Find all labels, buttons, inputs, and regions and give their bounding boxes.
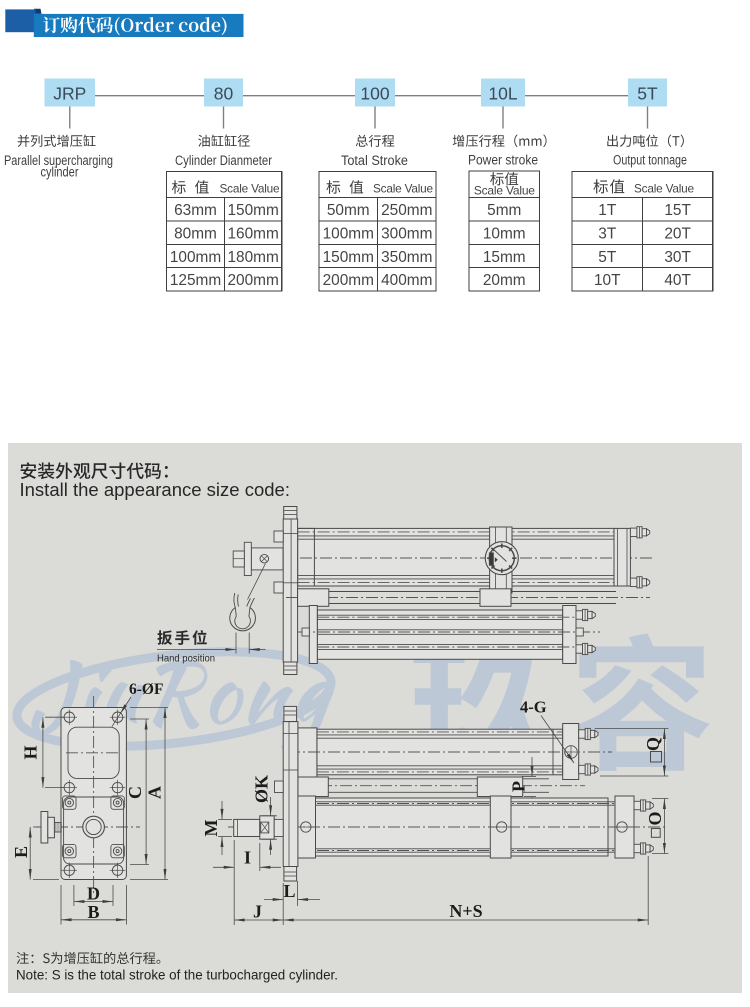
svg-text:Total Stroke: Total Stroke <box>341 153 408 168</box>
svg-text:300mm: 300mm <box>381 226 432 243</box>
svg-text:I: I <box>244 848 251 868</box>
svg-text:L: L <box>283 881 295 901</box>
svg-text:200mm: 200mm <box>323 272 374 289</box>
svg-text:40T: 40T <box>664 272 691 289</box>
svg-text:6-ØF: 6-ØF <box>129 681 163 698</box>
svg-text:Install the appearance size co: Install the appearance size code: <box>20 479 290 500</box>
svg-text:Hand position: Hand position <box>157 653 215 665</box>
svg-text:Scale Value: Scale Value <box>220 181 281 195</box>
svg-text:20mm: 20mm <box>483 272 526 289</box>
svg-text:30T: 30T <box>664 249 691 266</box>
svg-text:80mm: 80mm <box>174 226 217 243</box>
svg-text:D: D <box>87 884 100 904</box>
svg-text:B: B <box>87 902 99 922</box>
svg-text:50mm: 50mm <box>327 202 370 219</box>
svg-text:E: E <box>11 846 31 858</box>
svg-text:Output tonnage: Output tonnage <box>613 153 687 168</box>
svg-text:J: J <box>253 902 262 922</box>
svg-text:Scale Value: Scale Value <box>634 181 695 195</box>
svg-text:Note: S is the total stroke of: Note: S is the total stroke of the turbo… <box>16 967 338 983</box>
svg-text:Cylinder Dianmeter: Cylinder Dianmeter <box>175 153 272 168</box>
svg-text:80: 80 <box>214 84 234 104</box>
svg-text:15T: 15T <box>664 202 691 219</box>
svg-text:400mm: 400mm <box>381 272 432 289</box>
svg-text:Power stroke: Power stroke <box>468 153 538 168</box>
svg-text:100: 100 <box>360 84 389 104</box>
svg-text:H: H <box>21 745 41 759</box>
svg-text:4-G: 4-G <box>520 698 547 717</box>
svg-text:150mm: 150mm <box>227 202 278 219</box>
svg-text:200mm: 200mm <box>227 272 278 289</box>
svg-text:10T: 10T <box>594 272 621 289</box>
svg-text:5T: 5T <box>598 249 617 266</box>
svg-text:250mm: 250mm <box>381 202 432 219</box>
svg-text:JRP: JRP <box>53 84 86 104</box>
svg-text:A: A <box>145 786 165 799</box>
svg-text:ØK: ØK <box>252 775 272 803</box>
svg-text:O: O <box>645 811 665 825</box>
svg-text:M: M <box>201 820 221 837</box>
svg-text:Scale Value: Scale Value <box>373 181 434 195</box>
svg-text:10mm: 10mm <box>483 226 526 243</box>
svg-text:Scale Value: Scale Value <box>474 184 535 198</box>
svg-text:N+S: N+S <box>449 901 482 921</box>
svg-text:125mm: 125mm <box>170 272 221 289</box>
svg-text:Parallel supercharging: Parallel supercharging <box>4 153 113 168</box>
svg-text:1T: 1T <box>598 202 617 219</box>
svg-text:160mm: 160mm <box>227 226 278 243</box>
svg-text:C: C <box>125 786 145 799</box>
svg-text:150mm: 150mm <box>323 249 374 266</box>
svg-text:P: P <box>509 781 529 792</box>
svg-text:20T: 20T <box>664 226 691 243</box>
svg-text:63mm: 63mm <box>174 202 217 219</box>
svg-text:3T: 3T <box>598 226 617 243</box>
svg-text:15mm: 15mm <box>483 249 526 266</box>
svg-text:100mm: 100mm <box>323 226 374 243</box>
svg-text:350mm: 350mm <box>381 249 432 266</box>
svg-text:10L: 10L <box>488 84 517 104</box>
svg-text:cylinder: cylinder <box>41 165 79 180</box>
svg-text:Q: Q <box>643 737 663 751</box>
svg-text:180mm: 180mm <box>227 249 278 266</box>
svg-text:5T: 5T <box>637 84 658 104</box>
svg-text:100mm: 100mm <box>170 249 221 266</box>
svg-text:5mm: 5mm <box>487 202 521 219</box>
